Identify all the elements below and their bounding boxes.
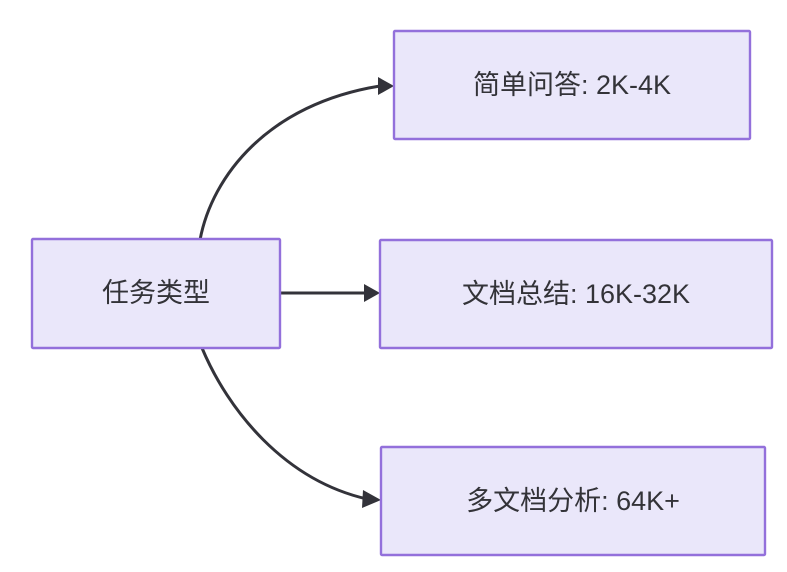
edge-path-simple-qa [198,84,381,241]
node-multi-doc[interactable]: 多文档分析: 64K+ [379,445,767,557]
arrowhead-multi-doc [362,490,381,508]
node-simple-qa-box[interactable] [392,29,752,141]
edge-root-to-simple-qa [198,77,394,241]
node-simple-qa[interactable]: 简单问答: 2K-4K [392,29,752,141]
node-root[interactable]: 任务类型 [30,237,282,350]
node-doc-summary-box[interactable] [378,238,774,350]
node-root-box[interactable] [30,237,282,350]
arrowhead-doc-summary [364,284,380,302]
node-multi-doc-box[interactable] [379,445,767,557]
node-root-label: 任务类型 [102,278,210,308]
node-multi-doc-label: 多文档分析: 64K+ [466,486,680,516]
edge-path-multi-doc [200,347,368,501]
node-simple-qa-label: 简单问答: 2K-4K [473,70,671,100]
arrowhead-simple-qa [378,77,394,95]
node-doc-summary-label: 文档总结: 16K-32K [462,279,690,309]
edge-root-to-multi-doc [200,347,381,508]
node-doc-summary[interactable]: 文档总结: 16K-32K [378,238,774,350]
edge-root-to-doc-summary [281,284,380,302]
